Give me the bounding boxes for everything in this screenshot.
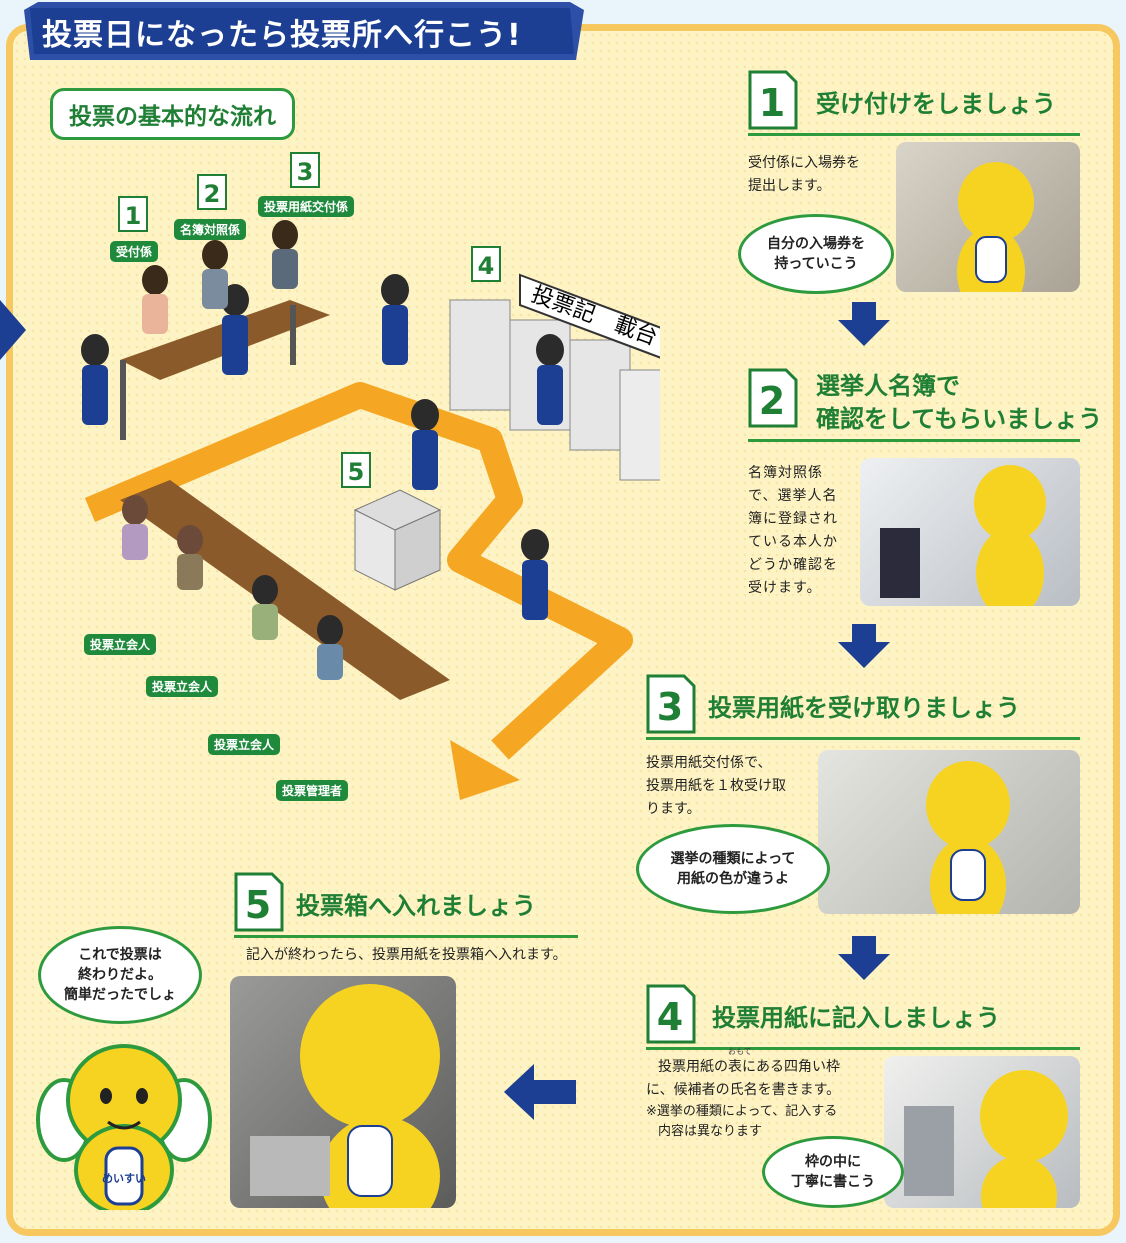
tag-reception: 受付係: [110, 241, 159, 262]
mascot-icon: [926, 761, 1010, 914]
tag-observer-1: 投票立会人: [84, 634, 157, 655]
down-arrow-icon: [838, 302, 890, 346]
illustration-number-1-icon: 1: [118, 196, 148, 232]
svg-text:1: 1: [759, 81, 785, 125]
step-5-photo: [230, 976, 456, 1208]
mascot-icon: [904, 1070, 1068, 1208]
step-2-photo: [860, 458, 1080, 606]
svg-text:5: 5: [245, 883, 271, 927]
tag-observer-2: 投票立会人: [146, 676, 219, 697]
banner-ribbon: [24, 2, 584, 60]
step-4-title: 投票用紙に記入しましょう: [712, 1004, 1000, 1032]
step-4-ruby: おもて: [728, 1047, 752, 1056]
step-1-photo: [896, 142, 1080, 292]
step-1-header: 1 受け付けをしましょう: [748, 70, 1080, 136]
svg-text:3: 3: [297, 158, 314, 186]
step-3-number-icon: 3: [646, 674, 696, 734]
polling-station-illustration: 投票記 載台: [81, 220, 660, 800]
svg-text:4: 4: [657, 995, 683, 1039]
flow-subtitle: 投票の基本的な流れ: [50, 88, 295, 140]
step-4-note: ※選挙の種類によって、記入する内容は異なります: [646, 1104, 838, 1139]
tag-observer-3: 投票立会人: [208, 734, 281, 755]
step-4-header: 4 投票用紙に記入しましょう: [646, 984, 1080, 1050]
voters: [81, 274, 564, 620]
step-5-number-icon: 5: [234, 872, 284, 932]
observers-table: [120, 480, 450, 700]
left-arrow-icon: [504, 1064, 576, 1120]
observers: [122, 495, 343, 680]
page-title: 投票日になったら投票所へ行こう!: [42, 18, 522, 53]
step-3-bubble: 選挙の種類によって用紙の色が違うよ: [636, 824, 830, 914]
svg-text:めいすい: めいすい: [102, 1172, 146, 1185]
mascot-character-icon: めいすい: [36, 1044, 212, 1210]
step-5-title: 投票箱へ入れましょう: [296, 892, 536, 920]
step-2-body: 名簿対照係で、選挙人名簿に登録されている本人かどうか確認を受けます。: [748, 465, 838, 596]
header-banner: 投票日になったら投票所へ行こう!: [24, 2, 584, 60]
step-4-number-icon: 4: [646, 984, 696, 1044]
ballot-box: [353, 489, 442, 591]
tag-register-check: 名簿対照係: [174, 219, 247, 240]
mascot-icon: [957, 162, 1034, 292]
step-4-bubble: 枠の中に丁寧に書こう: [762, 1136, 904, 1208]
step-1-number-icon: 1: [748, 70, 798, 130]
step-2-title: 選挙人名簿で確認をしてもらいましょう: [816, 372, 1103, 433]
step-3-photo: [818, 750, 1080, 914]
down-arrow-icon: [838, 624, 890, 668]
illustration-number-3-icon: 3: [290, 152, 320, 188]
svg-text:2: 2: [204, 180, 221, 208]
step-1-bubble: 自分の入場券を持っていこう: [738, 214, 894, 294]
illustration-number-2-icon: 2: [197, 174, 227, 210]
svg-text:1: 1: [125, 202, 142, 230]
step-3-header: 3 投票用紙を受け取りましょう: [646, 674, 1080, 740]
illustration-number-5-icon: 5: [341, 452, 371, 488]
staff: [142, 220, 298, 334]
illustration-number-4-icon: 4: [471, 246, 501, 282]
side-arrow-icon: [0, 300, 26, 360]
svg-text:4: 4: [478, 252, 495, 280]
step-2-number-icon: 2: [748, 368, 798, 428]
mascot-icon: [250, 984, 440, 1208]
step-4-body: 投票用紙の表にある四角い枠に、候補者の氏名を書きます。: [646, 1059, 841, 1098]
mascot-icon: [880, 465, 1046, 606]
flow-arrowhead: [450, 740, 520, 800]
svg-text:3: 3: [657, 685, 683, 729]
step-5-body: 記入が終わったら、投票用紙を投票箱へ入れます。: [246, 947, 567, 963]
step-1-title: 受け付けをしましょう: [816, 90, 1056, 118]
step-3-title: 投票用紙を受け取りましょう: [708, 694, 1020, 722]
svg-text:2: 2: [759, 379, 785, 423]
step-5-bubble: これで投票は終わりだよ。簡単だったでしょ: [38, 926, 202, 1024]
step-2-header: 2 選挙人名簿で確認をしてもらいましょう: [748, 368, 1102, 442]
down-arrow-icon: [838, 936, 890, 980]
tag-ballot-issue: 投票用紙交付係: [258, 196, 355, 217]
step-3-body: 投票用紙交付係で、投票用紙を１枚受け取ります。: [646, 755, 786, 817]
tag-manager: 投票管理者: [276, 780, 349, 801]
step-1-body: 受付係に入場券を提出します。: [748, 155, 860, 194]
flow-path: [84, 382, 633, 760]
step-5-header: 5 投票箱へ入れましょう: [234, 872, 578, 938]
step-4-photo: [884, 1056, 1080, 1208]
svg-text:5: 5: [348, 458, 365, 486]
